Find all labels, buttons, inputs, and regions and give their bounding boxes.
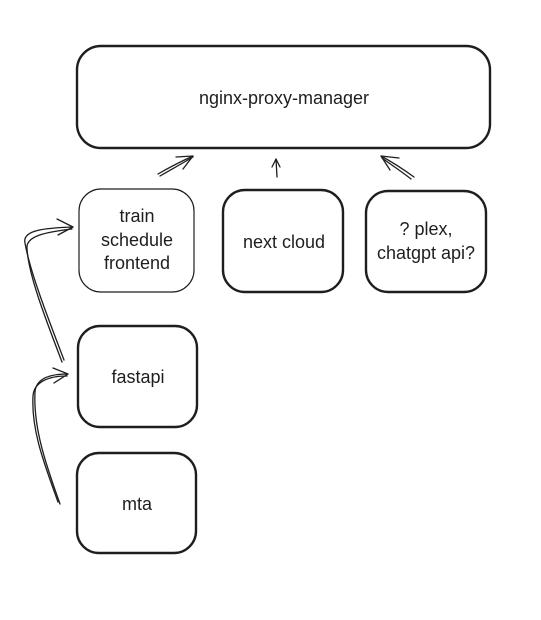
edge-fastapi-to-train [24,218,74,363]
node-plex-line-2: chatgpt api? [377,243,475,263]
edge-train-to-proxy [157,155,194,177]
edge-train-to-proxy-line [157,155,194,175]
edge-plex-to-proxy-arrowhead [380,155,400,171]
edge-nextcloud-to-proxy-line [275,158,278,178]
node-next-cloud-label: next cloud [243,232,325,252]
node-next-cloud-box [221,188,345,294]
edge-plex-to-proxy-line-sketch [381,157,412,180]
node-nginx-proxy-manager-label: nginx-proxy-manager [199,88,369,108]
node-plex-chatgpt-box [364,189,488,294]
node-train-line-1: train [119,206,154,226]
edge-train-to-proxy-line-sketch [159,156,194,177]
node-fastapi[interactable]: fastapi [76,324,199,429]
node-plex-chatgpt[interactable]: ? plex, chatgpt api? [364,189,488,294]
edge-mta-to-fastapi-arrowhead [52,367,69,384]
edge-mta-to-fastapi [32,367,69,505]
edge-plex-to-proxy-line [380,155,415,178]
node-next-cloud[interactable]: next cloud [221,188,345,294]
node-train-line-2: schedule [101,230,173,250]
node-mta[interactable]: mta [75,451,198,555]
edge-plex-to-proxy [380,155,415,180]
node-plex-line-1: ? plex, [399,219,452,239]
node-train-schedule-frontend[interactable]: train schedule frontend [78,188,195,293]
node-train-line-3: frontend [104,253,170,273]
node-mta-box [75,451,198,555]
node-fastapi-label: fastapi [111,367,164,387]
edge-mta-to-fastapi-line [34,373,69,505]
edge-nextcloud-to-proxy-arrowhead [271,158,281,168]
node-fastapi-box [76,324,199,429]
edge-nextcloud-to-proxy [271,158,281,178]
edge-mta-to-fastapi-line-sketch [32,375,68,503]
node-train-schedule-frontend-box [78,188,195,293]
node-mta-label: mta [122,494,153,514]
node-nginx-proxy-manager[interactable]: nginx-proxy-manager [75,44,492,150]
edge-fastapi-to-train-arrowhead [56,218,74,236]
edge-fastapi-to-train-line [24,226,74,361]
node-nginx-proxy-manager-box [75,44,492,150]
edge-fastapi-to-train-line-sketch [26,228,73,363]
